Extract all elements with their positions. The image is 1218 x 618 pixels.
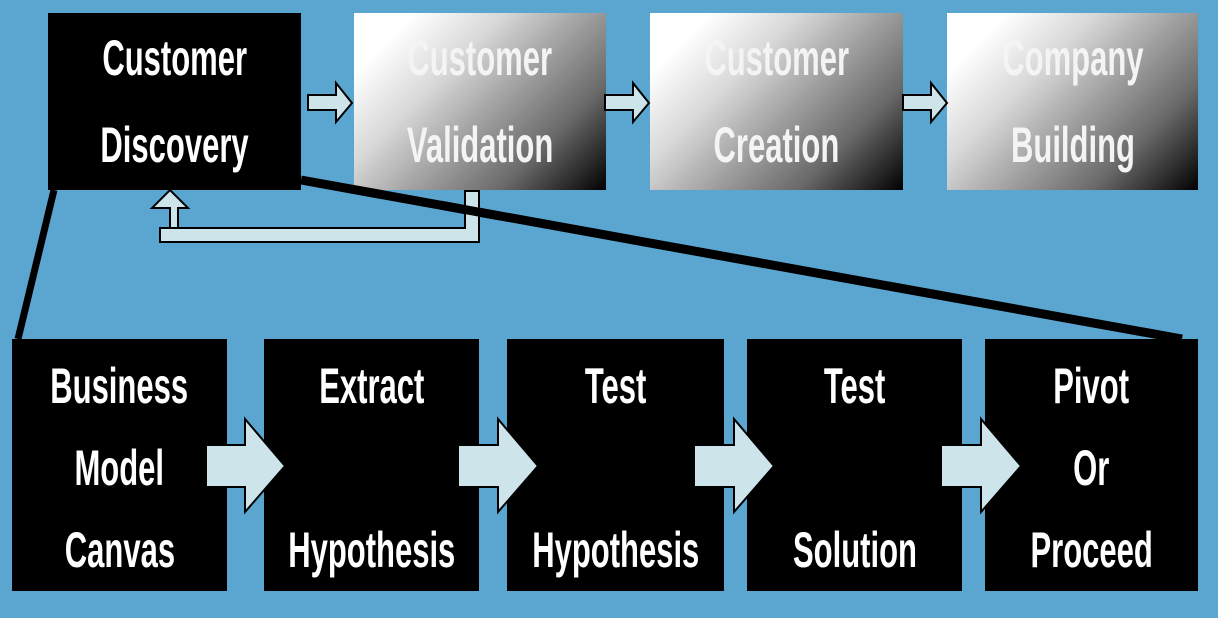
step-label-line: Hypothesis (287, 522, 456, 578)
stage-company-building: Company Building (947, 13, 1198, 190)
step-label-line: Or (1073, 440, 1110, 496)
step-test-solution: Test Solution (747, 339, 962, 591)
step-business-model-canvas: Business Model Canvas (12, 339, 227, 591)
step-extract-hypothesis: Extract Hypothesis (264, 339, 479, 591)
stage-customer-creation: Customer Creation (650, 13, 903, 190)
step-label-line (367, 443, 376, 493)
step-label-line: Hypothesis (531, 522, 700, 578)
stage-label-line: Validation (406, 117, 554, 173)
step-pivot-or-proceed: Pivot Or Proceed (985, 339, 1198, 591)
step-label-line: Model (74, 440, 165, 496)
stage-label-line: Building (1010, 117, 1135, 173)
right-arrow-icon (307, 80, 354, 125)
step-label-line: Business (50, 358, 189, 414)
stage-label-line: Creation (713, 117, 840, 173)
step-label-line (850, 443, 859, 493)
feedback-arrow-icon (149, 188, 480, 243)
step-label-line (611, 443, 620, 493)
zoom-line-right (300, 175, 1183, 344)
zoom-line-left (14, 189, 58, 340)
step-label-line: Test (584, 358, 647, 414)
step-label-line: Test (823, 358, 886, 414)
stage-label-line: Company (1001, 30, 1144, 86)
step-label-line: Solution (792, 522, 917, 578)
step-label-line: Extract (318, 358, 425, 414)
stage-label-line: Customer (704, 30, 849, 86)
right-arrow-icon (604, 80, 651, 125)
right-arrow-icon (902, 80, 949, 125)
step-label-line: Canvas (64, 522, 175, 578)
stage-label-line: Customer (102, 30, 247, 86)
stage-customer-validation: Customer Validation (354, 13, 606, 190)
step-label-line: Proceed (1030, 522, 1153, 578)
stage-label-line: Customer (407, 30, 553, 86)
stage-label-line: Discovery (100, 117, 249, 173)
step-test-hypothesis: Test Hypothesis (507, 339, 724, 591)
stage-customer-discovery: Customer Discovery (48, 13, 301, 190)
step-label-line: Pivot (1053, 358, 1130, 414)
